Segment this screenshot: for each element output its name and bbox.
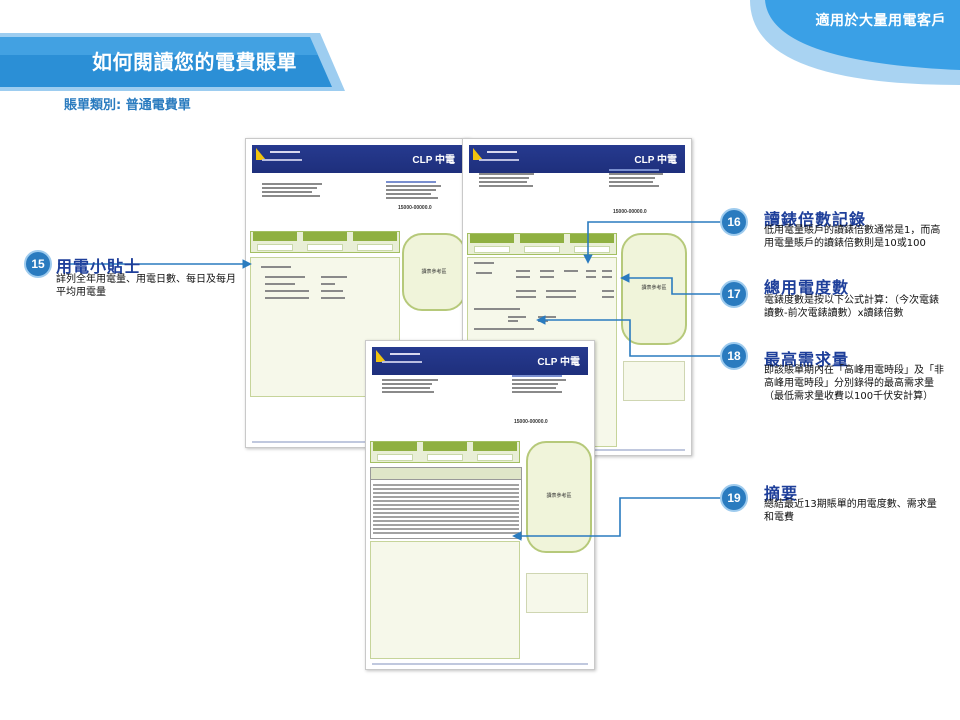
corner-tab-shape [750,0,960,85]
callout-body-18: 即該賬單期內在「高峰用電時段」及「非高峰用電時段」分別錄得的最高需求量（最低需求… [764,365,944,402]
account-number: 15000-00000.0 [514,419,548,425]
callout-title-18: 最高需求量 [764,350,850,369]
title-banner-shape [0,33,345,91]
account-number: 15000-00000.0 [398,205,432,211]
callout-body-17: 電錶度數是按以下公式計算：（今次電錶讀數-前次電錶讀數）x讀錶倍數 [764,295,939,319]
gauge-label: 讀表參考區 [546,492,572,499]
bill-tabs [250,231,400,253]
summary-panel [370,541,520,659]
callout-badge-18: 18 [720,342,748,370]
reading-gauge: 讀表參考區 [621,233,687,345]
bill-tabs [467,233,617,255]
callout-badge-19: 19 [720,484,748,512]
bill-type-label: 賬單類別: 普通電費單 [64,98,191,113]
bill-brand: CLP 中電 [634,155,677,166]
clp-logo-icon [376,350,386,362]
account-number: 15000-00000.0 [613,209,647,215]
audience-tab: 適用於大量用電客戶 [710,0,960,85]
notice-box [623,361,685,401]
callout-badge-16: 16 [720,208,748,236]
bill-brand: CLP 中電 [537,357,580,368]
callout-body-16: 低用電量賬戶的讀錶倍數通常是1，而高用電量賬戶的讀錶倍數則是10或100 [764,225,941,249]
notice-box [526,573,588,613]
bill-page-summary: CLP 中電 15000-00000.0 讀表參考區 [365,340,595,670]
bill-header: CLP 中電 [469,145,685,173]
callout-title-16: 讀錶倍數記錄 [764,210,867,229]
bill-tabs [370,441,520,463]
callout-body-19: 總結最近13期賬單的用電度數、需求量和電費 [764,499,937,523]
clp-logo-icon [473,148,483,160]
page-title: 如何閱讀您的電費賬單 [92,50,297,74]
clp-logo-icon [256,148,266,160]
gauge-label: 讀表參考區 [421,269,447,276]
callout-badge-15: 15 [24,250,52,278]
reading-gauge: 讀表參考區 [526,441,592,553]
bill-header: CLP 中電 [252,145,463,173]
bill-header: CLP 中電 [372,347,588,375]
callout-title-19: 摘要 [764,484,799,503]
title-banner [0,33,345,91]
callout-title-17: 總用電度數 [764,278,850,297]
audience-label: 適用於大量用電客戶 [815,13,946,29]
callout-badge-17: 17 [720,280,748,308]
bill-brand: CLP 中電 [412,155,455,166]
callout-body-15: 詳列全年用電量、用電日數、每日及每月平均用電量 [56,274,236,298]
gauge-label: 讀表參考區 [641,284,667,291]
callout-title-15: 用電小貼士 [56,257,142,276]
summary-table [370,467,522,539]
